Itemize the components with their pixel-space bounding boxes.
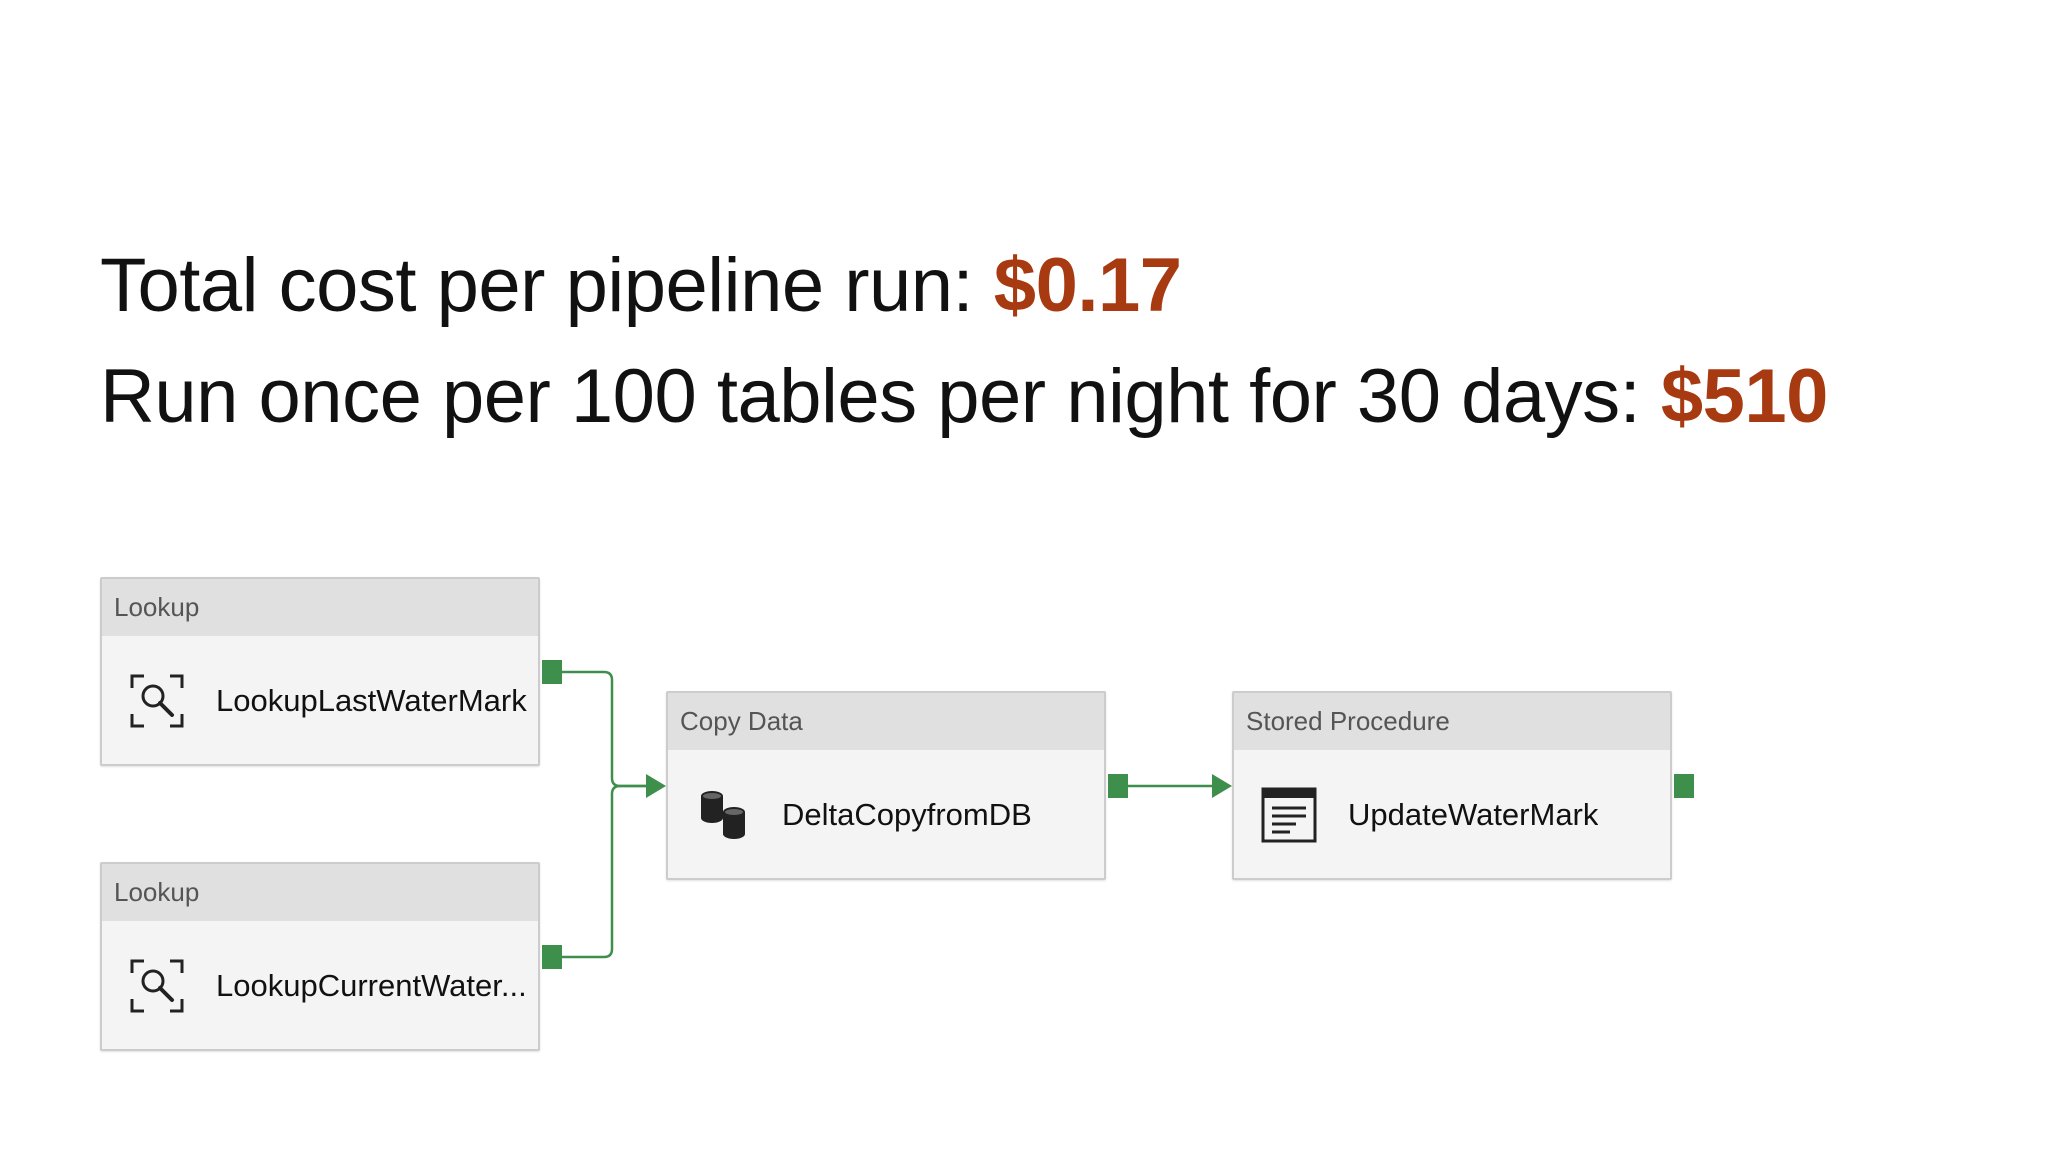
- lookup-icon: [128, 672, 186, 730]
- arrow-into-stored-procedure: [1212, 774, 1232, 798]
- cost-per-run-line: Total cost per pipeline run: $0.17: [100, 248, 1182, 324]
- monthly-cost-text: Run once per 100 tables per night for 30…: [100, 354, 1661, 439]
- activity-type-label: Stored Procedure: [1234, 693, 1670, 750]
- arrow-into-copy-data: [646, 774, 666, 798]
- activity-name: LookupCurrentWater...: [216, 968, 527, 1003]
- monthly-cost-amount: $510: [1660, 354, 1829, 439]
- activity-name: DeltaCopyfromDB: [782, 797, 1032, 832]
- activity-stored-procedure[interactable]: Stored Procedure UpdateWaterMark: [1232, 691, 1672, 880]
- activity-name: LookupLastWaterMark: [216, 683, 527, 718]
- activity-lookup-last-watermark[interactable]: Lookup LookupLastWaterMark: [100, 577, 540, 766]
- activity-lookup-current-watermark[interactable]: Lookup LookupCurrentWater...: [100, 862, 540, 1051]
- output-port-lookup-current-watermark[interactable]: [542, 945, 562, 969]
- output-port-copy-data[interactable]: [1108, 774, 1128, 798]
- stored-procedure-icon: [1260, 786, 1318, 844]
- output-port-stored-procedure[interactable]: [1674, 774, 1694, 798]
- connector-lookup1-to-copy: [562, 670, 660, 788]
- activity-type-label: Copy Data: [668, 693, 1104, 750]
- monthly-cost-line: Run once per 100 tables per night for 30…: [100, 359, 1828, 435]
- cost-per-run-amount: $0.17: [993, 243, 1182, 328]
- activity-type-label: Lookup: [102, 864, 538, 921]
- activity-copy-data[interactable]: Copy Data DeltaCopyfromDB: [666, 691, 1106, 880]
- connector-lookup2-to-copy: [562, 784, 660, 959]
- database-icon: [694, 786, 752, 844]
- activity-type-label: Lookup: [102, 579, 538, 636]
- output-port-lookup-last-watermark[interactable]: [542, 660, 562, 684]
- lookup-icon: [128, 957, 186, 1015]
- cost-per-run-text: Total cost per pipeline run:: [100, 243, 994, 328]
- activity-name: UpdateWaterMark: [1348, 797, 1599, 832]
